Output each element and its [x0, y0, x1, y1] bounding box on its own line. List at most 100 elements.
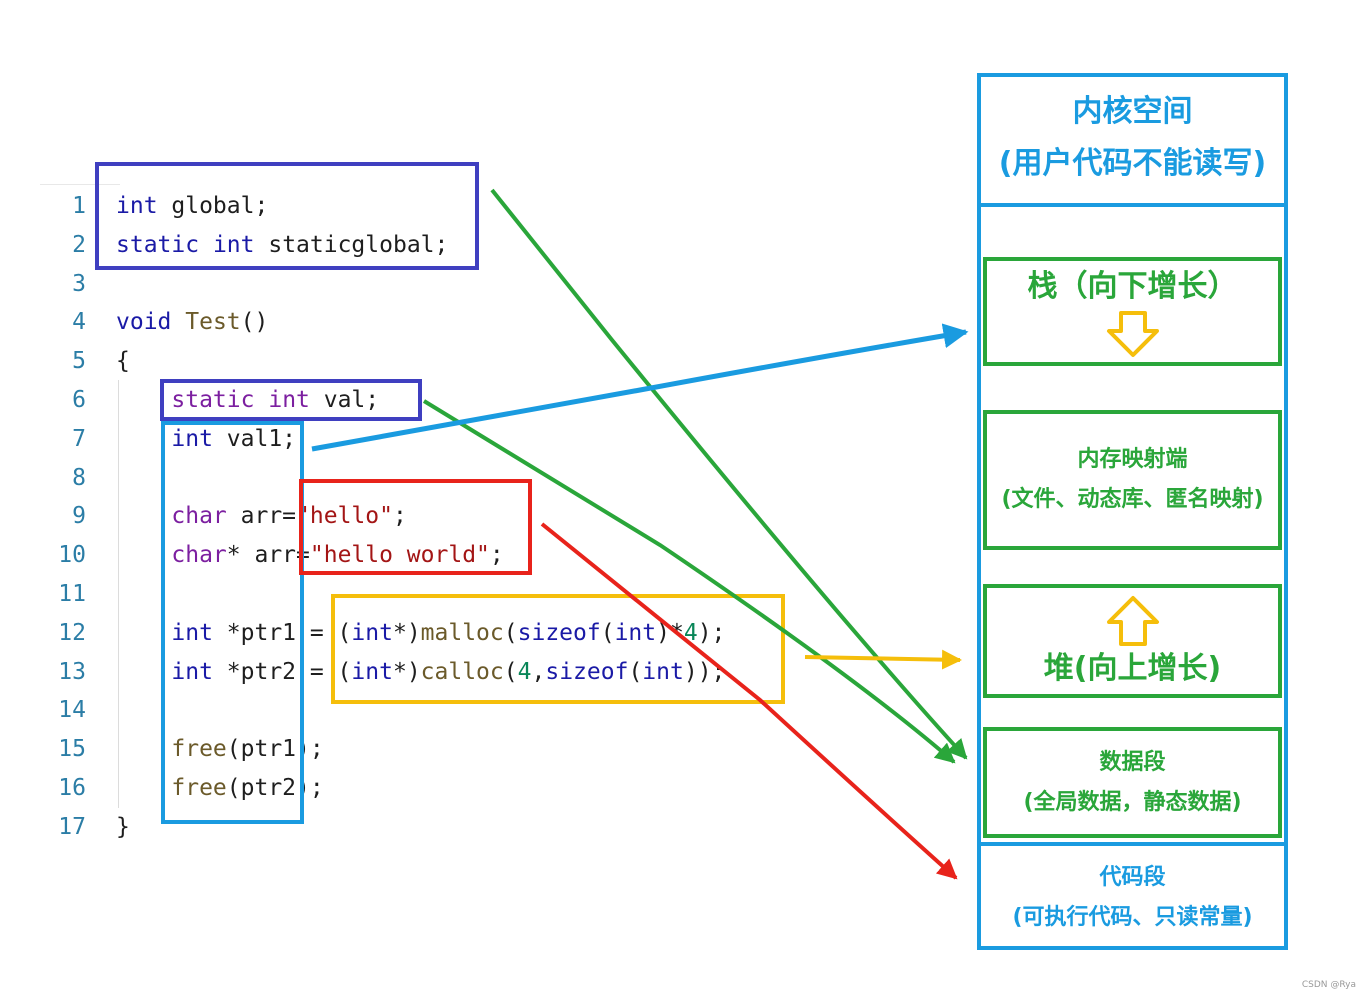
code-token: ( — [628, 658, 643, 685]
code-token: static — [116, 231, 200, 258]
code-token: , — [531, 658, 546, 685]
line-number: 14 — [58, 697, 86, 724]
down-arrow-icon — [1106, 311, 1159, 357]
code-token: calloc — [420, 658, 504, 685]
code-token: int — [116, 193, 158, 219]
line-number: 13 — [58, 658, 86, 685]
code-text: int *ptr2 = (int*)calloc(4,sizeof(int)); — [116, 653, 725, 691]
code-line: 14 — [0, 691, 900, 729]
code-token: global; — [157, 193, 269, 219]
code-line: 11 — [0, 575, 900, 613]
line-number: 1 — [72, 193, 86, 219]
code-token: *ptr2 = ( — [212, 658, 352, 685]
code-token: (ptr1); — [226, 736, 324, 763]
heap-label: 堆(向上增长) — [1043, 651, 1222, 686]
code-token: ( — [503, 658, 518, 685]
indent-guide — [118, 380, 119, 808]
heap-segment: 堆(向上增长) — [983, 584, 1282, 698]
code-token: *) — [392, 658, 421, 685]
code-token: { — [116, 348, 130, 375]
stack-segment: 栈（向下增长） — [983, 257, 1282, 366]
line-number: 6 — [72, 387, 86, 413]
code-text: { — [116, 342, 130, 380]
code-token: Test — [185, 309, 241, 336]
global-vars-box — [95, 162, 479, 270]
code-line: 16 free(ptr2); — [0, 769, 900, 807]
stack-vars-box — [161, 421, 304, 824]
code-token: val; — [309, 387, 380, 413]
code-token: int — [171, 425, 213, 452]
code-text: char arr="hello"; — [116, 497, 407, 535]
code-token: char — [171, 503, 227, 530]
code-line: 13 int *ptr2 = (int*)calloc(4,sizeof(int… — [0, 653, 900, 691]
mmap-subtitle: (文件、动态库、匿名映射) — [1001, 487, 1264, 512]
static-local-box — [160, 379, 422, 421]
code-text: int val1; — [116, 420, 296, 458]
line-number: 12 — [58, 619, 86, 646]
stack-label: 栈（向下增长） — [1027, 269, 1238, 304]
code-line: 3 — [0, 265, 900, 303]
code-token: )); — [683, 658, 726, 685]
code-token: sizeof — [517, 619, 601, 646]
code-token: (ptr2); — [226, 775, 324, 801]
line-number: 15 — [58, 736, 86, 763]
code-token: } — [116, 813, 130, 840]
code-token: ( — [503, 619, 518, 646]
val1-to-stack-arrow — [311, 323, 969, 452]
code-token: malloc — [420, 619, 504, 646]
code-top-rule — [40, 184, 120, 185]
code-token: int — [351, 658, 393, 685]
code-token: sizeof — [545, 658, 629, 685]
text-title: 代码段 — [1099, 865, 1166, 890]
up-arrow-icon — [1106, 596, 1159, 646]
code-token: int — [268, 387, 310, 413]
line-number: 17 — [58, 813, 86, 840]
data-title: 数据段 — [1099, 749, 1166, 775]
code-token: int — [351, 619, 393, 646]
code-text: int *ptr1 = (int*)malloc(sizeof(int)*4); — [116, 614, 725, 652]
code-token: *) — [392, 619, 421, 646]
string-literal-box — [299, 479, 532, 575]
code-token: *ptr1 = ( — [212, 619, 352, 646]
code-token: int — [171, 658, 213, 685]
code-token: val1; — [212, 425, 297, 452]
line-number: 16 — [58, 775, 86, 801]
line-number: 11 — [58, 581, 86, 607]
code-token: "hello" — [296, 503, 393, 530]
code-token: staticglobal; — [254, 231, 449, 258]
code-token: ( — [600, 619, 615, 646]
code-line: 17} — [0, 808, 900, 846]
watermark: CSDN @Rya — [1301, 980, 1356, 990]
code-text: static int val; — [116, 381, 379, 419]
line-number: 7 — [72, 425, 86, 452]
heap-arrow — [804, 649, 962, 670]
code-token: int — [642, 658, 684, 685]
text-subtitle: (可执行代码、只读常量) — [1012, 905, 1253, 930]
code-line: 6 static int val; — [0, 381, 900, 419]
heap-alloc-box — [331, 594, 785, 704]
mmap-segment: 内存映射端 (文件、动态库、匿名映射) — [983, 410, 1282, 550]
code-text: int global; — [116, 187, 268, 225]
line-number: 5 — [72, 348, 86, 375]
memory-layout-frame — [977, 73, 1288, 950]
code-line: 12 int *ptr1 = (int*)malloc(sizeof(int)*… — [0, 614, 900, 652]
code-token: int — [212, 231, 255, 258]
code-token: ; — [489, 542, 504, 569]
string-to-code-arrow — [540, 522, 958, 880]
code-token: static — [171, 387, 255, 413]
mmap-title: 内存映射端 — [1077, 447, 1188, 472]
code-token: int — [614, 619, 657, 646]
text-segment: 代码段 (可执行代码、只读常量) — [977, 842, 1288, 950]
code-token: 4 — [517, 658, 532, 685]
line-number: 2 — [72, 231, 86, 258]
code-token: ); — [697, 619, 726, 646]
code-line: 15 free(ptr1); — [0, 730, 900, 768]
kernel-subtitle: (用户代码不能读写) — [998, 146, 1267, 181]
global-to-data-arrow — [490, 188, 968, 760]
code-token: ; — [392, 503, 407, 530]
line-number: 8 — [72, 464, 86, 491]
code-line: 2 static int staticglobal; — [0, 226, 900, 264]
code-line: 8 — [0, 459, 900, 497]
data-segment: 数据段 (全局数据，静态数据) — [983, 727, 1282, 838]
